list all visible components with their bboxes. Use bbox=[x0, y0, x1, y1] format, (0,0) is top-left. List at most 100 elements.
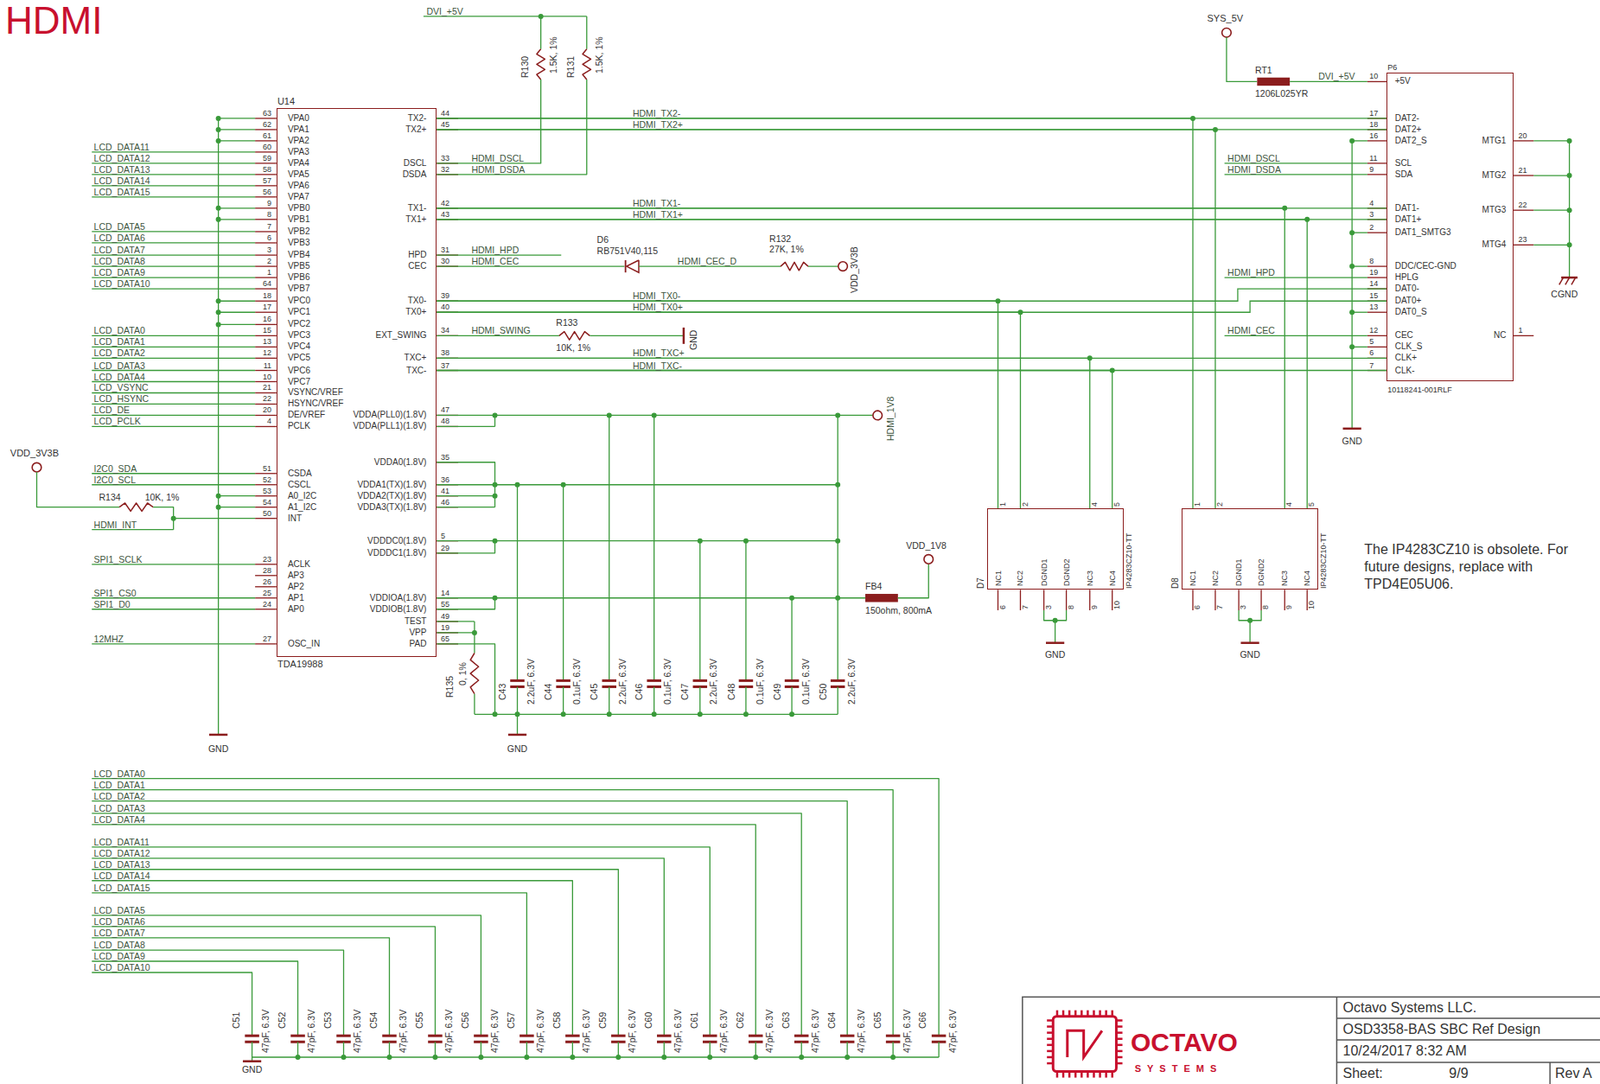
pin-name: AP0 bbox=[287, 605, 305, 614]
pin-number: 18 bbox=[1369, 121, 1378, 129]
part-name: C61 bbox=[689, 1012, 700, 1029]
part-value: 2.2uF, 6.3V bbox=[526, 657, 536, 704]
logo-chip bbox=[1074, 1010, 1078, 1017]
wire bbox=[91, 563, 255, 565]
resistor-symbol bbox=[470, 653, 479, 695]
wire bbox=[436, 643, 495, 714]
ground-name: GND bbox=[1341, 436, 1362, 447]
title-block-cell: 9/9 bbox=[1448, 1066, 1468, 1081]
wire bbox=[808, 265, 839, 267]
net-label: LCD_DATA10 bbox=[94, 279, 151, 289]
wire bbox=[436, 598, 495, 610]
pin-stub bbox=[254, 117, 277, 119]
wire bbox=[91, 230, 255, 232]
pin-number: 22 bbox=[262, 395, 272, 403]
pin-stub bbox=[254, 276, 277, 278]
pin-number: 26 bbox=[262, 578, 272, 587]
net-label: 12MHZ bbox=[94, 633, 124, 644]
capacitor-symbol bbox=[693, 679, 708, 683]
part-value: 27K, 1% bbox=[769, 244, 804, 255]
part-name: C51 bbox=[231, 1012, 242, 1029]
pin-name: VPB1 bbox=[287, 215, 311, 224]
pin-number: 16 bbox=[262, 315, 272, 324]
pin-number: 33 bbox=[440, 154, 450, 163]
pin-name: TEST bbox=[404, 617, 428, 626]
wire bbox=[436, 426, 495, 428]
capacitor-symbol bbox=[830, 679, 846, 683]
pin-stub bbox=[1367, 312, 1387, 313]
pin-number: 53 bbox=[262, 487, 272, 496]
wire bbox=[589, 335, 684, 337]
wire bbox=[91, 778, 939, 1036]
capacitor-symbol bbox=[601, 679, 617, 683]
pin-name: VPB0 bbox=[287, 203, 311, 213]
part-name: C46 bbox=[634, 683, 644, 701]
junction-dot bbox=[606, 711, 612, 717]
wire bbox=[1533, 140, 1569, 141]
pin-number: 45 bbox=[440, 121, 450, 129]
logo-chip bbox=[1062, 1071, 1065, 1078]
pin-name: TX2- bbox=[407, 114, 428, 123]
sheet-title: HDMI bbox=[5, 1, 102, 40]
net-label: LCD_DATA3 bbox=[94, 360, 146, 370]
wire bbox=[1533, 210, 1569, 211]
capacitor-symbol bbox=[794, 1034, 810, 1038]
net-label: LCD_DE bbox=[94, 405, 130, 415]
pin-number: 40 bbox=[440, 303, 450, 312]
part-name: C47 bbox=[680, 683, 690, 701]
junction-dot bbox=[697, 711, 703, 717]
pin-number: 11 bbox=[1369, 154, 1377, 163]
wire bbox=[562, 686, 564, 714]
pin-name: DAT2+ bbox=[1395, 125, 1422, 134]
supply-name: SYS_5V bbox=[1207, 13, 1244, 24]
pin-stub bbox=[1367, 140, 1387, 141]
pin-number: 47 bbox=[440, 406, 450, 415]
wire bbox=[1054, 620, 1056, 644]
net-label: LCD_DATA7 bbox=[94, 927, 146, 938]
pin-name: TXC- bbox=[406, 366, 427, 376]
wire bbox=[251, 1041, 253, 1058]
part-value: 150ohm, 800mA bbox=[865, 605, 932, 616]
part-name: C53 bbox=[323, 1012, 333, 1029]
wire bbox=[91, 173, 255, 175]
part-value: 0.1uF, 6.3V bbox=[572, 657, 582, 704]
pin-stub bbox=[1367, 335, 1387, 337]
capacitor-symbol bbox=[565, 1034, 581, 1038]
logo-chip bbox=[1056, 1010, 1059, 1017]
signal-wire bbox=[436, 208, 1285, 509]
part-name: R135 bbox=[445, 675, 455, 698]
junction-dot bbox=[1349, 344, 1355, 350]
pin-number: 57 bbox=[262, 177, 272, 185]
junction-dot bbox=[492, 538, 498, 544]
pin-number: 12 bbox=[1369, 326, 1378, 335]
net-label: LCD_PCLK bbox=[94, 416, 141, 427]
pin-stub bbox=[254, 335, 277, 337]
logo-chip bbox=[1052, 1016, 1116, 1072]
ground-symbol bbox=[508, 733, 527, 737]
capacitor-symbol bbox=[931, 1034, 947, 1038]
net-label: DVI_+5V bbox=[1318, 71, 1355, 82]
capacitor-symbol bbox=[519, 1034, 535, 1038]
esd-array-package: D8IP4283CZ10-TT bbox=[1181, 508, 1319, 590]
pin-stub bbox=[254, 506, 277, 508]
wire bbox=[495, 597, 867, 599]
part-name: C55 bbox=[414, 1012, 425, 1029]
logo-chip bbox=[1115, 1062, 1122, 1065]
wire bbox=[1224, 162, 1368, 164]
ground-name: GND bbox=[688, 330, 699, 351]
wire bbox=[152, 507, 174, 530]
wire bbox=[91, 937, 389, 1036]
wire bbox=[436, 631, 475, 633]
pin-stub bbox=[1284, 589, 1286, 611]
part-name: P6 bbox=[1387, 63, 1397, 72]
net-label: LCD_DATA0 bbox=[94, 768, 146, 778]
pin-name: CEC bbox=[1395, 331, 1414, 340]
pin-name: DSDA bbox=[402, 170, 428, 179]
pin-name: ACLK bbox=[287, 560, 311, 569]
pin-number: 23 bbox=[1518, 235, 1528, 244]
net-label: HDMI_TXC+ bbox=[632, 348, 685, 358]
pin-number: 8 bbox=[1262, 605, 1270, 610]
pin-number: 15 bbox=[1369, 292, 1378, 300]
pin-name: VPA0 bbox=[287, 114, 310, 123]
wire bbox=[638, 265, 781, 267]
